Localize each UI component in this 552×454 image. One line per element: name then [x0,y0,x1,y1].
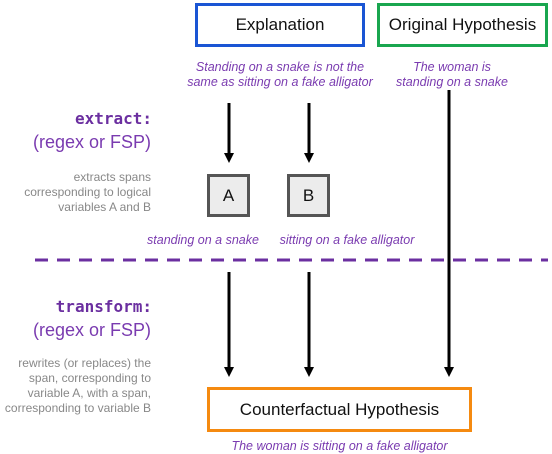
transform-step-method: (regex or FSP) [32,320,151,340]
explanation-box: Explanation [195,3,365,47]
counterfactual-hypothesis-text: The woman is sitting on a fake alligator [231,439,448,453]
extract-step-description: extracts spans corresponding to logical … [24,170,151,215]
variable-b-span: sitting on a fake alligator [279,233,415,247]
original-hypothesis-text-line2: standing on a snake [396,75,508,89]
original-hypothesis-text: The woman is standing on a snake [377,60,527,90]
transform-desc-line4: corresponding to variable B [4,401,151,415]
transform-desc-line3: variable A, with a span, [27,386,151,400]
extract-step-method: (regex or FSP) [32,132,151,152]
extract-desc-line3: variables A and B [58,200,151,214]
transform-step-code: transform: [55,297,152,316]
extract-step-code: extract: [74,109,152,128]
explanation-text-line1: Standing on a snake is not the [195,60,365,74]
variable-a-label: A [222,185,235,205]
variable-b-box: B [287,174,330,217]
variable-a-box: A [207,174,250,217]
extract-desc-line2: corresponding to logical [24,185,151,199]
explanation-label: Explanation [235,15,325,34]
variable-a-span: standing on a snake [147,233,259,247]
explanation-text-line2: same as sitting on a fake alligator [187,75,373,89]
original-hypothesis-text-line1: The woman is [413,60,491,74]
variable-b-label: B [302,185,315,205]
transform-desc-line2: span, corresponding to [28,371,151,385]
counterfactual-hypothesis-label: Counterfactual Hypothesis [239,399,440,419]
counterfactual-hypothesis-box: Counterfactual Hypothesis [207,387,472,432]
original-hypothesis-label: Original Hypothesis [388,15,537,34]
transform-desc-line1: rewrites (or replaces) the [18,356,151,370]
explanation-text: Standing on a snake is not the same as s… [175,60,385,90]
extract-desc-line1: extracts spans [73,170,151,184]
original-hypothesis-box: Original Hypothesis [377,3,548,47]
transform-step-description: rewrites (or replaces) the span, corresp… [5,356,151,416]
